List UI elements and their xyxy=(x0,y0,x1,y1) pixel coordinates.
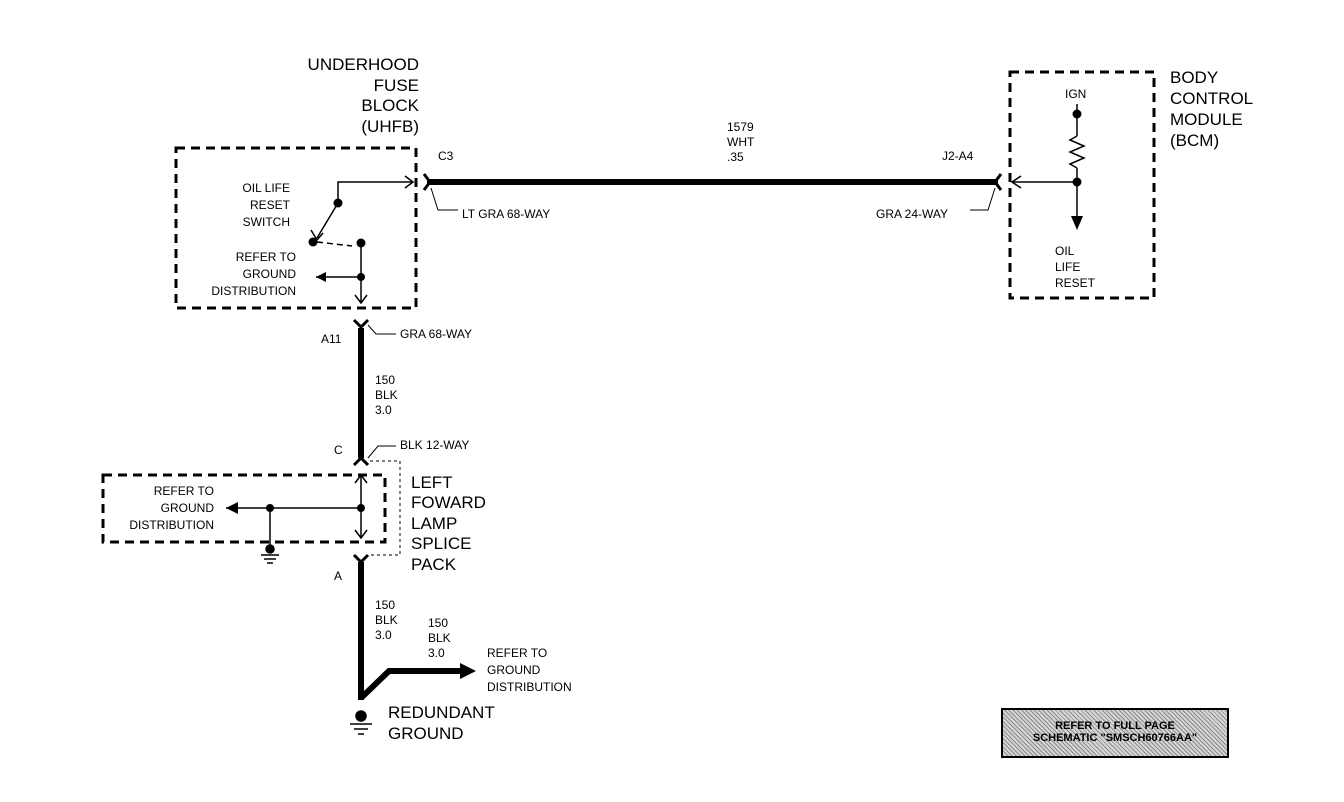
branch-ground-ref-line-2: GROUND xyxy=(487,663,541,677)
branch-arrow xyxy=(460,663,476,679)
bcm-output-line-3: RESET xyxy=(1055,276,1096,290)
c3-terminal xyxy=(422,173,432,191)
a-pin-label: A xyxy=(334,569,343,583)
uhfb-title-line-2: FUSE xyxy=(373,76,419,95)
switch-arrow-head xyxy=(310,229,324,242)
bcm-title-line-1: BODY xyxy=(1170,68,1219,87)
splice-pack-title-line-5: PACK xyxy=(411,555,457,574)
splice-ground-box xyxy=(101,473,387,544)
uhfb-title-line-1: UNDERHOOD xyxy=(307,55,419,74)
switch-label-line-2: RESET xyxy=(249,198,290,212)
splice-up-arrow xyxy=(354,473,368,484)
bcm-splice-dot xyxy=(1072,177,1082,187)
wire-1579-gauge: .35 xyxy=(727,150,744,164)
wire-1579-color: WHT xyxy=(727,135,755,149)
uhfb-ground-arrow xyxy=(316,272,326,282)
a11-connector-leader xyxy=(367,324,396,335)
splice-down-arrow xyxy=(354,529,368,540)
j2-connector-leader xyxy=(970,187,996,211)
c3-connector-leader xyxy=(430,187,458,211)
wire-150-lower-circuit: 150 xyxy=(375,598,396,612)
splice-ground-ref-line-3: DISTRIBUTION xyxy=(129,518,214,532)
a11-terminal xyxy=(352,318,370,330)
c3-connector-label: LT GRA 68-WAY xyxy=(462,207,551,221)
splice-ground-ref-line-1: REFER TO xyxy=(153,484,214,498)
splice-ground-ref-line-2: GROUND xyxy=(160,501,214,515)
splice-pack-title-line-3: LAMP xyxy=(411,514,458,533)
switch-contact-dot-a xyxy=(308,237,318,247)
bcm-title-line-3: MODULE xyxy=(1170,110,1243,129)
splice-circuit xyxy=(226,475,362,548)
wire-150-lower-color: BLK xyxy=(375,613,398,627)
wire-150-upper-color: BLK xyxy=(375,388,398,402)
j2-a4-pin-label: J2-A4 xyxy=(942,149,974,163)
uhfb-title-line-3: BLOCK xyxy=(361,96,419,115)
c3-pin-label: C3 xyxy=(438,149,454,163)
ign-label: IGN xyxy=(1065,87,1087,101)
bcm-box xyxy=(1008,70,1156,300)
splice-ground-symbol xyxy=(261,544,279,564)
splice-ground-dot xyxy=(266,504,274,512)
wire-1579-circuit: 1579 xyxy=(727,120,754,134)
ign-dot xyxy=(1072,109,1082,119)
redundant-ground-symbol xyxy=(350,710,372,735)
redundant-ground-line-1: REDUNDANT xyxy=(388,703,495,722)
uhfb-ground-ref-line-3: DISTRIBUTION xyxy=(211,284,296,298)
c3-connector-arrow xyxy=(404,175,415,189)
j2-a4-terminal xyxy=(993,173,1003,191)
wire-150-branch xyxy=(358,668,462,701)
bcm-title-line-4: (BCM) xyxy=(1170,131,1220,150)
switch-label-line-1: OIL LIFE xyxy=(242,181,290,195)
switch-splice-dot xyxy=(357,273,365,281)
bcm-title-line-2: CONTROL xyxy=(1170,89,1254,108)
c-terminal xyxy=(352,455,370,467)
uhfb-box xyxy=(174,146,418,310)
wire-150-upper-circuit: 150 xyxy=(375,373,396,387)
branch-ground-ref-line-1: REFER TO xyxy=(487,646,548,660)
a11-connector-label: GRA 68-WAY xyxy=(400,327,473,341)
wire-150-branch-color: BLK xyxy=(428,631,451,645)
splice-pack-title-line-1: LEFT xyxy=(411,473,453,492)
c-connector-label: BLK 12-WAY xyxy=(400,438,470,452)
footer-note-line-2: SCHEMATIC "SMSCH60766AA" xyxy=(1032,732,1198,744)
branch-ground-ref-line-3: DISTRIBUTION xyxy=(487,680,572,694)
c-connector-leader xyxy=(367,445,396,459)
a11-pin-label: A11 xyxy=(321,332,342,346)
wire-150-branch-circuit: 150 xyxy=(428,616,449,630)
j2-connector-label: GRA 24-WAY xyxy=(876,207,949,221)
splice-pack-outline xyxy=(370,460,401,556)
footer-note-line-1: REFER TO FULL PAGE xyxy=(1055,720,1175,733)
switch-label-line-3: SWITCH xyxy=(242,215,290,229)
redundant-ground-line-2: GROUND xyxy=(388,724,464,743)
splice-ground-arrow xyxy=(226,502,238,514)
wire-150-upper-gauge: 3.0 xyxy=(375,403,392,417)
uhfb-ground-ref-line-2: GROUND xyxy=(242,267,296,281)
full-page-schematic-note[interactable]: REFER TO FULL PAGE SCHEMATIC "SMSCH60766… xyxy=(1001,708,1229,758)
bcm-output-arrow xyxy=(1071,216,1083,230)
switch-pivot-dot xyxy=(333,198,343,208)
uhfb-ground-ref-line-1: REFER TO xyxy=(235,250,296,264)
splice-pack-title-line-2: FOWARD xyxy=(411,493,486,512)
c-pin-label: C xyxy=(334,443,343,457)
bcm-output-line-1: OIL xyxy=(1055,244,1075,258)
switch-contact-dot-b xyxy=(356,238,366,248)
wire-150-lower-gauge: 3.0 xyxy=(375,628,392,642)
splice-center-dot xyxy=(357,504,365,512)
bcm-circuit xyxy=(1012,104,1086,220)
wire-150-branch-gauge: 3.0 xyxy=(428,646,445,660)
uhfb-title-line-4: (UHFB) xyxy=(361,117,419,136)
bcm-output-line-2: LIFE xyxy=(1055,260,1081,274)
uhfb-bottom-arrow xyxy=(354,294,368,305)
splice-pack-title-line-4: SPLICE xyxy=(411,534,472,553)
a-terminal xyxy=(352,553,370,565)
